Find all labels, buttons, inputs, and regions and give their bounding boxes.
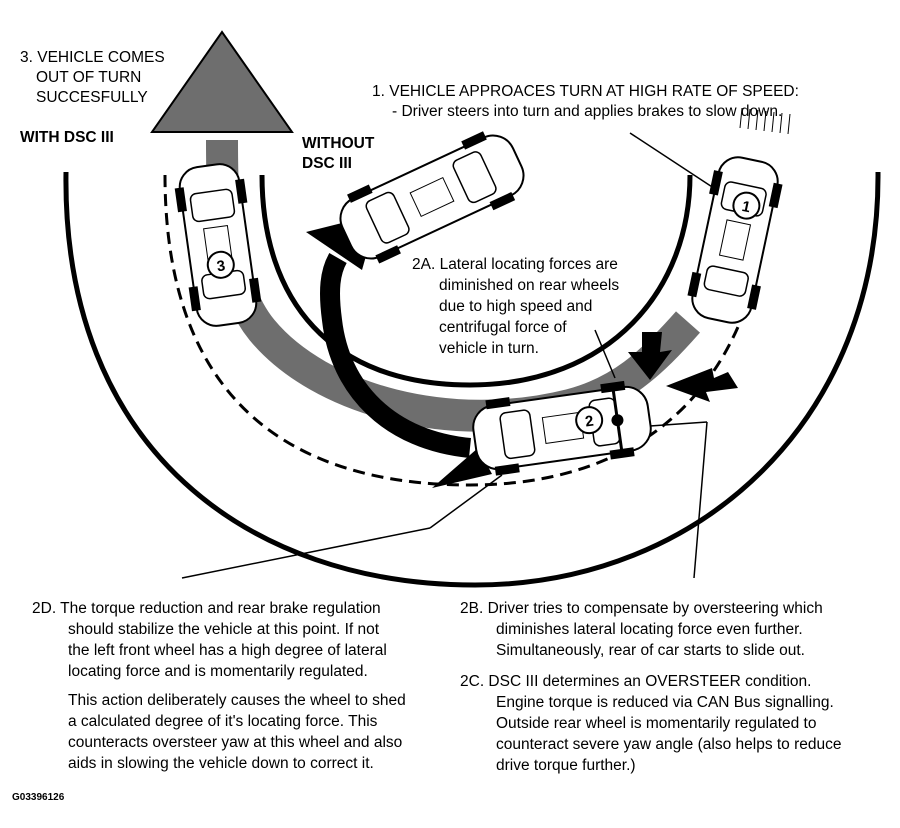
dashed-lane-line <box>163 174 772 487</box>
inner-road-edge <box>259 174 693 388</box>
vehicle-1-number: 1 <box>740 198 752 216</box>
step2d-paragraph-2: This action deliberately causes the whee… <box>68 692 406 772</box>
without-dsc-label: WITHOUT DSC III <box>302 135 375 172</box>
step3-label: 3. VEHICLE COMES OUT OF TURN SUCCESFULLY <box>20 49 165 106</box>
step2b-paragraph: 2B. Driver tries to compensate by overst… <box>460 600 823 659</box>
vehicle-3: 3 <box>174 163 262 327</box>
no-dsc-path-black <box>320 253 472 458</box>
figure-code: G03396126 <box>12 792 65 803</box>
step2a-label: 2A. Lateral locating forces are diminish… <box>412 256 620 357</box>
force-arrow-1 <box>628 332 672 380</box>
vehicle-without-dsc <box>339 131 525 264</box>
step1-detail: - Driver steers into turn and applies br… <box>392 103 783 120</box>
skid-lines <box>739 107 791 135</box>
vehicle-1: 1 <box>687 156 783 324</box>
dsc-exit-arrow <box>150 30 294 133</box>
step1-title: 1. VEHICLE APPROACES TURN AT HIGH RATE O… <box>372 83 799 100</box>
with-dsc-label: WITH DSC III <box>20 129 114 146</box>
force-arrow-2 <box>666 368 738 402</box>
step2d-paragraph-1: 2D. The torque reduction and rear brake … <box>32 600 387 680</box>
vehicle-2-number: 2 <box>584 413 595 431</box>
entry-arrowhead <box>432 448 492 488</box>
outer-road-edge <box>63 171 881 588</box>
vehicle-3-number: 3 <box>216 257 227 275</box>
step2c-paragraph: 2C. DSC III determines an OVERSTEER cond… <box>460 673 842 774</box>
vehicle-2: 2 <box>472 380 652 476</box>
